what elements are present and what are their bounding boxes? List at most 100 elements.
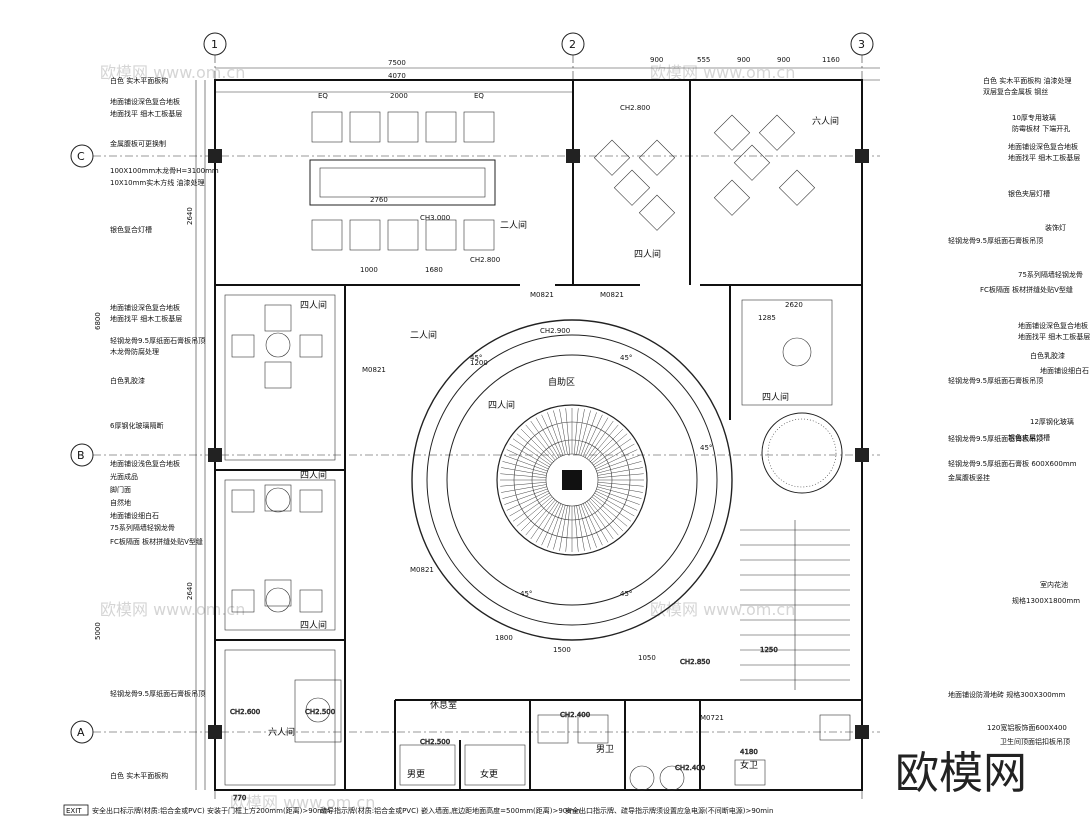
left-note-6: 10X10mm实木方线 油漆处理 xyxy=(110,178,204,187)
exit-tag: EXIT xyxy=(66,807,82,815)
angle-45-e: 45° xyxy=(620,590,632,598)
fountain-ray xyxy=(574,505,579,552)
bathroom-fixtures: 770 4180 1250 CH2.850 CH2.500 CH2.500 CH… xyxy=(230,646,851,802)
right-note-23: 规格1300X1800mm xyxy=(1012,596,1080,605)
fountain-ray xyxy=(594,443,635,468)
fountain-ray xyxy=(500,482,547,487)
faint-watermark-4: 欧模网 www.om.cn xyxy=(650,600,795,619)
room-four-person-5: 四人间 xyxy=(762,391,789,403)
fountain-ray xyxy=(509,443,550,468)
ch-2800-a: CH2.800 xyxy=(620,104,650,112)
right-note-1: 白色 实木平面板构 油漆处理 xyxy=(983,76,1071,85)
footer-notes: EXIT 安全出口标示牌(材质:铝合金或PVC) 安装于门框上方200mm(距离… xyxy=(63,804,773,816)
central-circle: 45° 45° 45° 45° 45° CH2.900 1500 1050 18… xyxy=(411,319,733,662)
dim-2590: 2640 xyxy=(186,582,194,600)
fountain-ray xyxy=(582,414,603,457)
left-note-19: 75系列隔墙轻钢龙骨 xyxy=(110,523,175,532)
right-note-17: 12厚钢化玻璃 xyxy=(1030,417,1074,426)
ch-2600: CH2.600 xyxy=(230,708,260,716)
room-two-person-2: 二人间 xyxy=(410,329,437,341)
room-women-changing: 女更 xyxy=(480,768,498,780)
dim-2000: 2000 xyxy=(390,92,408,100)
dim-2640: 2640 xyxy=(186,207,194,225)
right-note-15: 地面铺设细白石 xyxy=(1040,366,1089,375)
fountain-ray xyxy=(580,412,597,456)
fountain-ray xyxy=(580,504,597,548)
outer-walls xyxy=(214,79,863,791)
room-four-person-1: 四人间 xyxy=(300,299,327,311)
fountain-ray xyxy=(501,467,547,476)
ch-2400-a: CH2.400 xyxy=(560,711,590,719)
fountain-ray xyxy=(559,505,568,551)
dim-7500: 7500 xyxy=(388,59,406,67)
fountain-ray xyxy=(596,488,640,505)
room-women-toilet: 女卫 xyxy=(740,759,758,771)
dim-eq-2: EQ xyxy=(474,92,484,100)
right-note-22: 室内花池 xyxy=(1040,580,1068,589)
fountain-ray xyxy=(504,455,548,472)
right-note-16: 轻钢龙骨9.5厚纸面石膏板吊顶 xyxy=(948,376,1043,385)
fountain-ray xyxy=(502,486,547,499)
fountain-ray xyxy=(596,455,640,472)
room-self-service: 自助区 xyxy=(548,376,575,388)
dim-1285: 1285 xyxy=(758,314,776,322)
ch-3000: CH3.000 xyxy=(420,214,450,222)
axis-label-1: 1 xyxy=(211,38,218,51)
fountain-ray xyxy=(553,410,566,455)
stairs xyxy=(740,520,850,690)
door-m0821-a: M0821 xyxy=(530,291,554,299)
axis-label-b: B xyxy=(77,449,85,462)
room-two-person-1: 二人间 xyxy=(500,219,527,231)
left-note-20: FC板隔面 板材拼缝处贴V型缝 xyxy=(110,537,203,546)
long-table-room: 2760 CH3.000 CH2.800 CH2.800 1000 1680 xyxy=(309,104,650,274)
right-note-12: 地面铺设深色复合地板 xyxy=(1018,321,1088,330)
angle-45-d: 45° xyxy=(520,590,532,598)
axis-columns: 1 2 3 xyxy=(203,32,874,800)
room-four-person-4: 四人间 xyxy=(488,399,515,411)
door-m0821-d: M0821 xyxy=(410,566,434,574)
left-note-14: 地面铺设浅色复合地板 xyxy=(110,459,180,468)
ch-2400-b: CH2.400 xyxy=(675,764,705,772)
dim-555: 555 xyxy=(697,56,710,64)
fountain-ray xyxy=(597,473,644,478)
left-annotations: 白色 实木平面板构 地面铺设深色复合地板 地面找平 细木工板基层 金属腹板可更换… xyxy=(110,76,219,780)
axis-label-c: C xyxy=(77,150,85,163)
fountain-ray xyxy=(576,505,585,551)
dim-5000: 5000 xyxy=(94,622,102,640)
dim-1050: 1050 xyxy=(638,654,656,662)
angle-45-b: 45° xyxy=(470,354,482,362)
right-note-21: 金属腹板竖挂 xyxy=(948,473,990,482)
ch-2900: CH2.900 xyxy=(540,327,570,335)
dim-770: 770 xyxy=(233,794,246,802)
fountain-ray xyxy=(559,409,568,455)
brand-watermark: 欧模网 xyxy=(895,748,1027,799)
fountain-ray xyxy=(501,484,547,493)
door-codes: M0821 M0821 M0821 M0821 M0721 xyxy=(362,291,724,722)
fountain-ray xyxy=(530,420,558,459)
axis-label-a: A xyxy=(77,726,85,739)
fountain-ray xyxy=(520,498,554,532)
left-note-18: 地面铺设细白石 xyxy=(110,511,159,520)
six-person-room-right xyxy=(593,114,816,231)
fountain-ray xyxy=(586,420,614,459)
right-note-18: 银色夹层灯槽 xyxy=(1008,433,1050,442)
dim-eq-1: EQ xyxy=(318,92,328,100)
dim-1000: 1000 xyxy=(360,266,378,274)
dim-1800: 1800 xyxy=(495,634,513,642)
fountain-ray xyxy=(525,424,556,461)
fountain-ray xyxy=(530,501,558,540)
fountain-ray xyxy=(597,461,642,474)
fountain-ray xyxy=(586,501,614,540)
fountain-ray xyxy=(512,494,551,522)
structural-columns xyxy=(208,149,869,739)
faint-watermark-1: 欧模网 www.om.cn xyxy=(100,63,245,82)
fountain-ray xyxy=(578,505,591,550)
room-four-person-3: 四人间 xyxy=(300,619,327,631)
room-four-person-2: 四人间 xyxy=(300,469,327,481)
dim-900-b: 900 xyxy=(737,56,750,64)
room-men-toilet: 男卫 xyxy=(596,744,614,755)
fountain-ray xyxy=(500,473,547,478)
right-note-14: 白色乳胶漆 xyxy=(1030,351,1065,360)
fountain-ray xyxy=(590,428,624,462)
door-m0821-b: M0821 xyxy=(600,291,624,299)
